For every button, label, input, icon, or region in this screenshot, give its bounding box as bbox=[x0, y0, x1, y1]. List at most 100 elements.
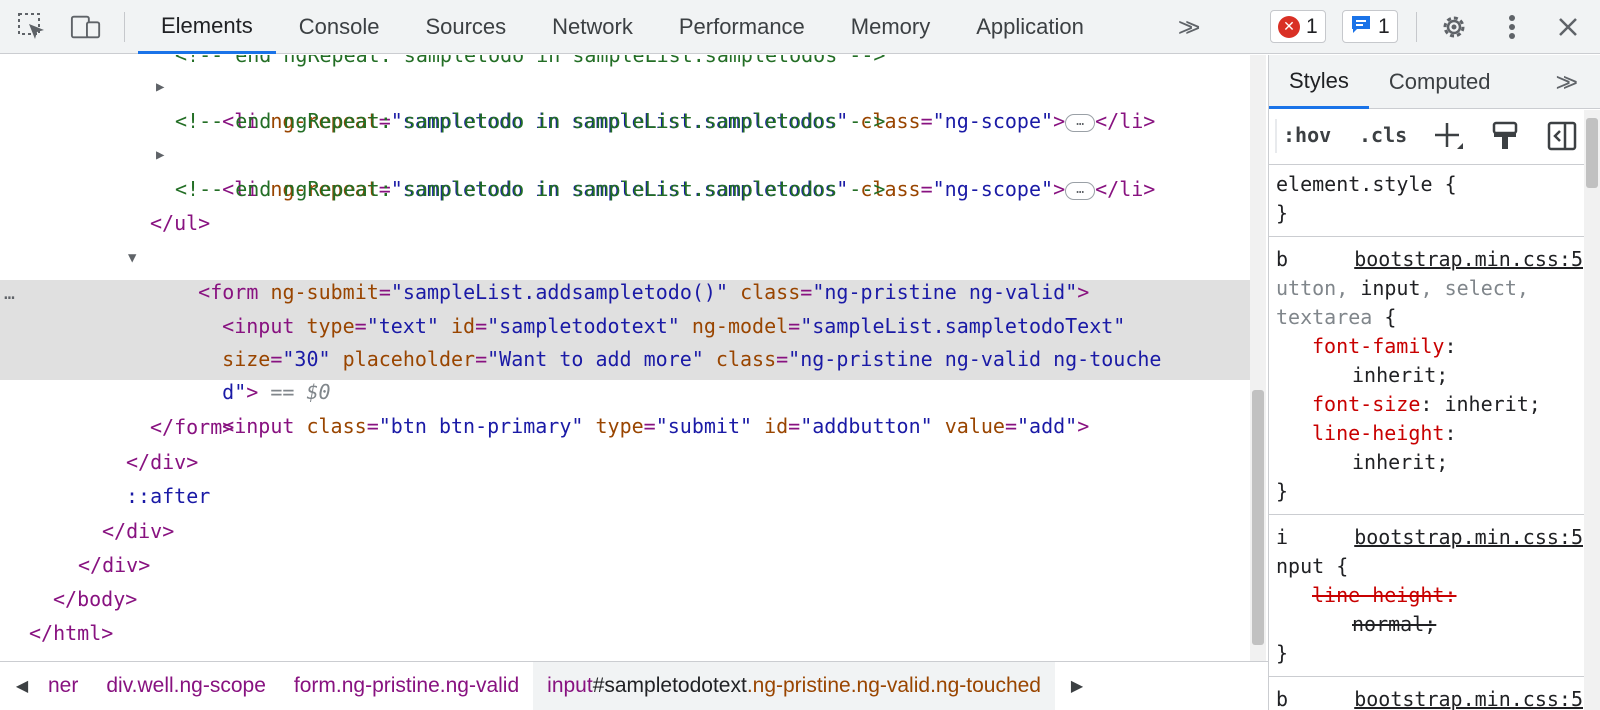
tab-network[interactable]: Network bbox=[552, 14, 633, 39]
sidebar-more-tabs-button[interactable]: >> bbox=[1555, 67, 1579, 97]
tag-close: </li> bbox=[1095, 109, 1156, 133]
breadcrumb-item[interactable]: form.ng-pristine.ng-valid bbox=[293, 674, 520, 697]
console-ref-label: == $0 bbox=[258, 380, 331, 404]
rule-source-link[interactable]: bootstrap.min.css:5 bbox=[1354, 687, 1583, 710]
dom-node-body-close[interactable]: </body> bbox=[53, 582, 1252, 616]
tab-performance[interactable]: Performance bbox=[678, 14, 805, 39]
toggle-sidebar-icon[interactable] bbox=[1547, 121, 1577, 156]
dom-pseudo-after[interactable]: ::after bbox=[126, 479, 1252, 513]
hov-toggle[interactable]: :hov bbox=[1283, 123, 1332, 147]
paint-brush-icon[interactable] bbox=[1491, 121, 1519, 156]
dom-comment[interactable]: <!-- end ngRepeat: sampletodo in sampleL… bbox=[175, 55, 1252, 72]
tab-styles[interactable]: Styles bbox=[1269, 55, 1369, 109]
style-rule-element-style[interactable]: element.style { } bbox=[1269, 165, 1585, 237]
dom-node-ul-close[interactable]: </ul> bbox=[150, 206, 1252, 240]
breadcrumb-scroll-right-icon[interactable]: ▶ bbox=[1070, 678, 1084, 695]
dom-node-li[interactable]: ▶<li ng-repeat="sampletodo in sampleList… bbox=[152, 138, 1252, 201]
rule-selector: element.style { bbox=[1276, 172, 1457, 196]
dom-comment[interactable]: <!-- end ngRepeat: sampletodo in sampleL… bbox=[175, 172, 1252, 206]
close-icon[interactable] bbox=[1552, 11, 1584, 43]
tab-console[interactable]: Console bbox=[298, 14, 380, 39]
css-property[interactable]: font-family bbox=[1312, 334, 1445, 358]
attr-name: class bbox=[860, 177, 921, 201]
more-tabs-button[interactable]: >> bbox=[1178, 12, 1201, 42]
tag-end: > bbox=[1077, 280, 1090, 304]
attr-name: placeholder bbox=[342, 347, 476, 371]
expand-triangle-icon[interactable]: ▶ bbox=[156, 147, 165, 163]
rule-selector-dim: select bbox=[1444, 276, 1517, 300]
crumb-id: #sampletodotext bbox=[592, 674, 747, 697]
dom-comment[interactable]: <!-- end ngRepeat: sampletodo in sampleL… bbox=[175, 104, 1252, 138]
rule-open-brace: { bbox=[1384, 305, 1397, 329]
tag-open: <form bbox=[198, 280, 259, 304]
css-property[interactable]: font-size bbox=[1312, 392, 1421, 416]
collapsed-children-ellipsis[interactable]: … bbox=[1065, 181, 1096, 200]
css-value[interactable]: inherit; bbox=[1352, 450, 1449, 474]
tab-memory[interactable]: Memory bbox=[850, 14, 931, 39]
dom-node-input-selected[interactable]: <input type="text" id="sampletodotext" n… bbox=[222, 314, 1126, 338]
tab-computed[interactable]: Computed bbox=[1388, 69, 1491, 94]
breadcrumb-scroll-left-icon[interactable]: ◀ bbox=[15, 678, 29, 695]
css-value-overridden[interactable]: normal; bbox=[1352, 612, 1437, 636]
dom-node-div-close[interactable]: </div> bbox=[102, 514, 1252, 548]
css-value[interactable]: inherit; bbox=[1444, 392, 1541, 416]
dom-node-input-selected-end[interactable]: d"> == $0 bbox=[174, 341, 1252, 404]
rule-selector-dim: textarea bbox=[1276, 305, 1373, 329]
dom-node-input-button[interactable]: <input class="btn btn-primary" type="sub… bbox=[222, 414, 1090, 438]
breadcrumb-item-selected[interactable]: input#sampletodotext.ng-pristine.ng-vali… bbox=[533, 662, 1055, 710]
dom-node-div-close[interactable]: </div> bbox=[126, 445, 1252, 479]
rule-source-link[interactable]: bootstrap.min.css:5 bbox=[1354, 525, 1583, 549]
filter-input[interactable] bbox=[1275, 119, 1277, 153]
dom-node-form[interactable]: ▼<form ng-submit="sampleList.addsampleto… bbox=[128, 241, 1252, 304]
kebab-menu-icon[interactable] bbox=[1496, 11, 1528, 43]
tag-open: <input bbox=[222, 314, 295, 338]
rule-source-link[interactable]: bootstrap.min.css:5 bbox=[1354, 247, 1583, 271]
dom-node-form-close[interactable]: </form> bbox=[150, 410, 1252, 444]
attr-value: "add" bbox=[1016, 414, 1078, 438]
error-count-badge[interactable]: ✕ 1 bbox=[1270, 10, 1326, 43]
rule-close-brace: } bbox=[1276, 201, 1289, 225]
expand-triangle-icon[interactable]: ▶ bbox=[156, 79, 165, 95]
inspect-element-icon[interactable] bbox=[16, 11, 48, 43]
settings-gear-icon[interactable] bbox=[1438, 11, 1470, 43]
elements-scrollbar[interactable] bbox=[1250, 55, 1266, 661]
crumb-class: .ng-pristine.ng-valid.ng-touched bbox=[746, 674, 1041, 697]
breadcrumb-item[interactable]: ner bbox=[48, 674, 79, 697]
dom-node-input-selected-cont[interactable]: size="30" placeholder="Want to add more"… bbox=[222, 347, 1162, 371]
device-toolbar-icon[interactable] bbox=[70, 11, 102, 43]
error-icon: ✕ bbox=[1278, 15, 1300, 38]
elements-scrollbar-thumb[interactable] bbox=[1252, 390, 1264, 645]
collapsed-children-ellipsis[interactable]: … bbox=[1065, 113, 1096, 132]
styles-scrollbar-thumb[interactable] bbox=[1586, 118, 1598, 188]
breadcrumb-item[interactable]: div.well.ng-scope bbox=[106, 674, 266, 697]
attr-name: id bbox=[764, 414, 789, 438]
dom-node-div-close[interactable]: </div> bbox=[78, 548, 1252, 582]
message-count-badge[interactable]: 1 bbox=[1342, 10, 1398, 43]
css-value[interactable]: inherit; bbox=[1352, 363, 1449, 387]
tag-end: > bbox=[1053, 177, 1066, 201]
styles-scrollbar[interactable] bbox=[1584, 110, 1600, 710]
crumb-tag: input bbox=[547, 674, 593, 697]
tab-sources[interactable]: Sources bbox=[425, 14, 507, 39]
error-count: 1 bbox=[1306, 14, 1318, 38]
dom-node-html-close[interactable]: </html> bbox=[29, 616, 1252, 650]
collapse-triangle-icon[interactable]: ▼ bbox=[128, 250, 137, 266]
css-property[interactable]: line-height bbox=[1312, 421, 1445, 445]
tab-application[interactable]: Application bbox=[976, 14, 1084, 39]
css-property-overridden[interactable]: line-height: bbox=[1312, 583, 1457, 607]
tab-elements[interactable]: Elements bbox=[138, 0, 276, 54]
new-style-rule-icon[interactable] bbox=[1433, 121, 1465, 158]
rule-selector-match: input bbox=[1360, 276, 1421, 300]
dom-node-li[interactable]: ▶<li ng-repeat="sampletodo in sampleList… bbox=[152, 70, 1252, 133]
cls-toggle[interactable]: .cls bbox=[1359, 123, 1408, 147]
styles-filter-bar: :hov .cls bbox=[1269, 109, 1600, 165]
attr-name: type bbox=[595, 414, 644, 438]
tag-close: </li> bbox=[1095, 177, 1156, 201]
attr-name: type bbox=[306, 314, 355, 338]
attr-value: "btn btn-primary" bbox=[378, 414, 584, 438]
attr-name: size bbox=[222, 347, 271, 371]
node-actions-menu[interactable]: … bbox=[4, 283, 15, 304]
